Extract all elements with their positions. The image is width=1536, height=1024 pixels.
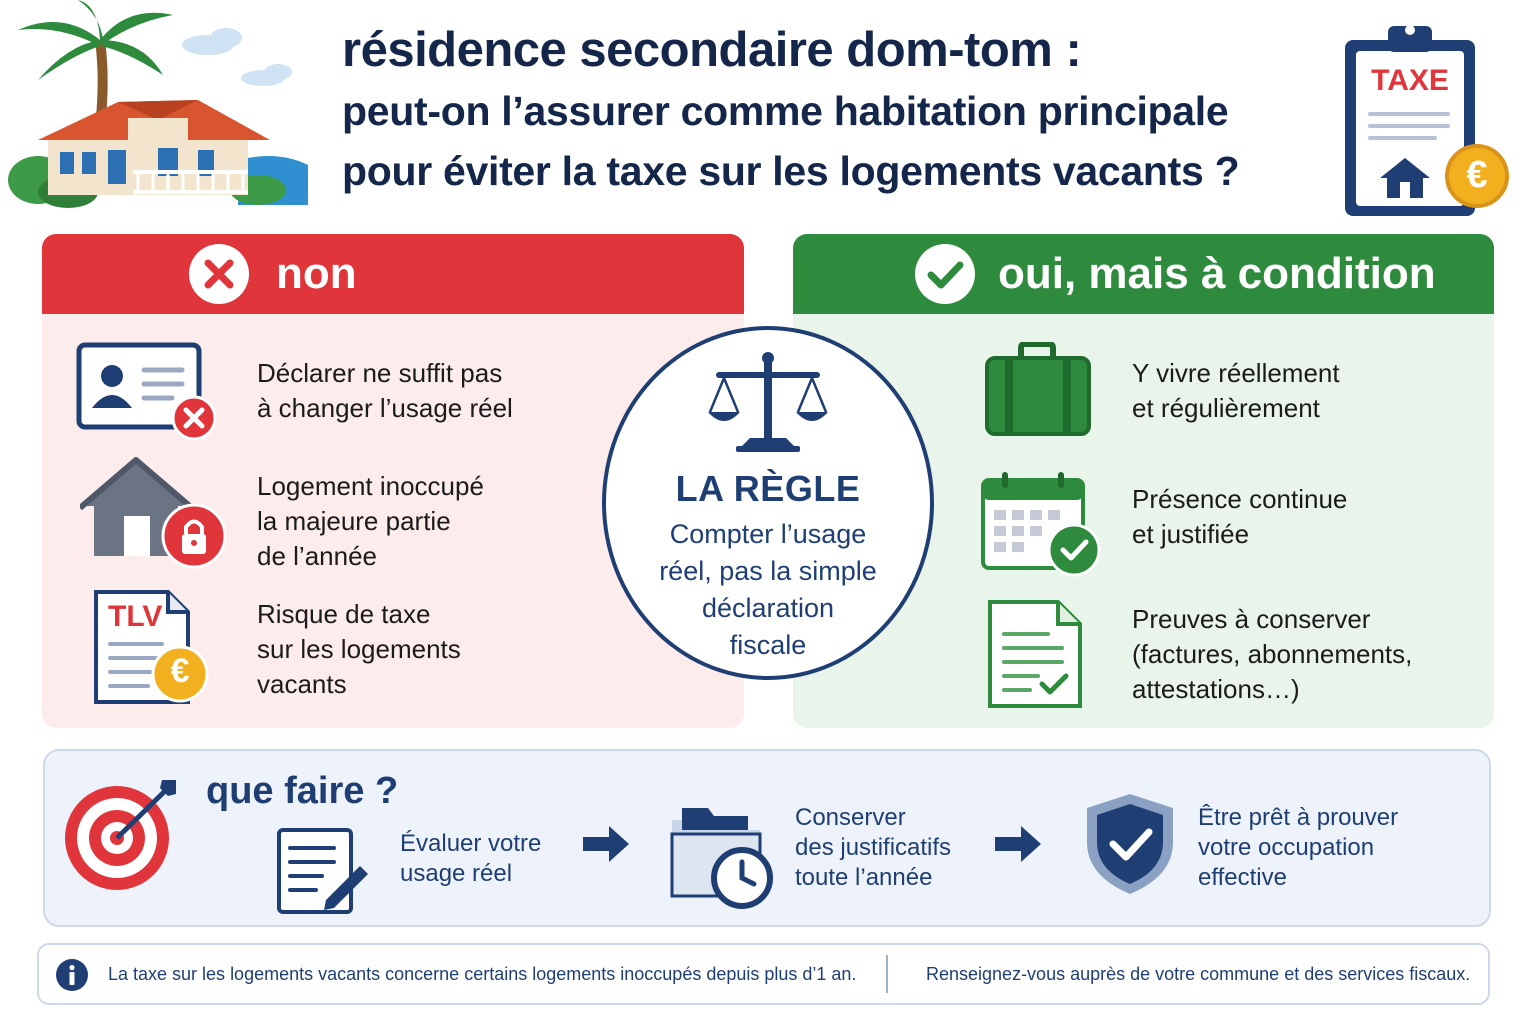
house-lock-icon [78, 456, 230, 576]
beach-house-illustration [8, 0, 308, 208]
tlv-document-icon: TLV € [92, 588, 212, 713]
yes-item-2: Présence continue et justifiée [1132, 484, 1348, 549]
page-subtitle-line-1: peut-on l’assurer comme habitation princ… [342, 88, 1229, 134]
id-card-x-icon [76, 342, 226, 447]
todo-title: que faire ? [206, 770, 399, 812]
folder-clock-icon [668, 800, 778, 915]
info-text-left: La taxe sur les logements vacants concer… [108, 964, 857, 984]
no-item-2: Logement inoccupé la majeure partie de l… [257, 471, 484, 571]
page-subtitle-line-2: pour éviter la taxe sur les logements va… [342, 148, 1240, 194]
scales-icon [706, 350, 830, 460]
info-divider [886, 955, 888, 993]
tax-label: TAXE [1371, 64, 1449, 97]
target-icon [62, 776, 182, 901]
yes-item-1: Y vivre réellement et régulièrement [1132, 358, 1340, 423]
tlv-label: TLV [108, 600, 163, 633]
rule-text: Compter l’usage réel, pas la simple décl… [659, 519, 877, 660]
info-icon [55, 958, 89, 997]
info-text-right: Renseignez-vous auprès de votre commune … [926, 964, 1471, 984]
document-check-icon [986, 598, 1086, 715]
step-3-text: Être prêt à prouver votre occupation eff… [1198, 804, 1399, 891]
arrow-right-icon [995, 824, 1043, 869]
step-2-text: Conserver des justificatifs toute l’anné… [795, 804, 952, 891]
tax-clipboard-icon: TAXE € [1340, 18, 1520, 218]
no-item-1: Déclarer ne suffit pas à changer l’usage… [257, 358, 513, 423]
info-bar [37, 943, 1490, 1005]
yes-panel-header: oui, mais à condition [793, 234, 1494, 314]
x-circle-icon [188, 243, 250, 305]
no-panel-label: non [276, 249, 357, 298]
suitcase-icon [985, 341, 1095, 442]
form-pen-icon [276, 826, 372, 921]
no-panel-header: non [42, 234, 744, 314]
page-title: résidence secondaire dom-tom : [342, 23, 1082, 77]
check-circle-icon [914, 243, 976, 305]
no-item-3: Risque de taxe sur les logements vacants [257, 599, 461, 699]
shield-check-icon [1083, 792, 1177, 901]
euro-icon: € [170, 652, 190, 690]
euro-coin-icon: € [1466, 154, 1488, 196]
calendar-check-icon [980, 470, 1105, 585]
step-1-text: Évaluer votre usage réel [400, 830, 542, 887]
yes-panel-label: oui, mais à condition [998, 249, 1436, 298]
yes-item-3: Preuves à conserver (factures, abonnemen… [1132, 604, 1413, 704]
rule-title: LA RÈGLE [675, 468, 861, 509]
arrow-right-icon [583, 824, 631, 869]
